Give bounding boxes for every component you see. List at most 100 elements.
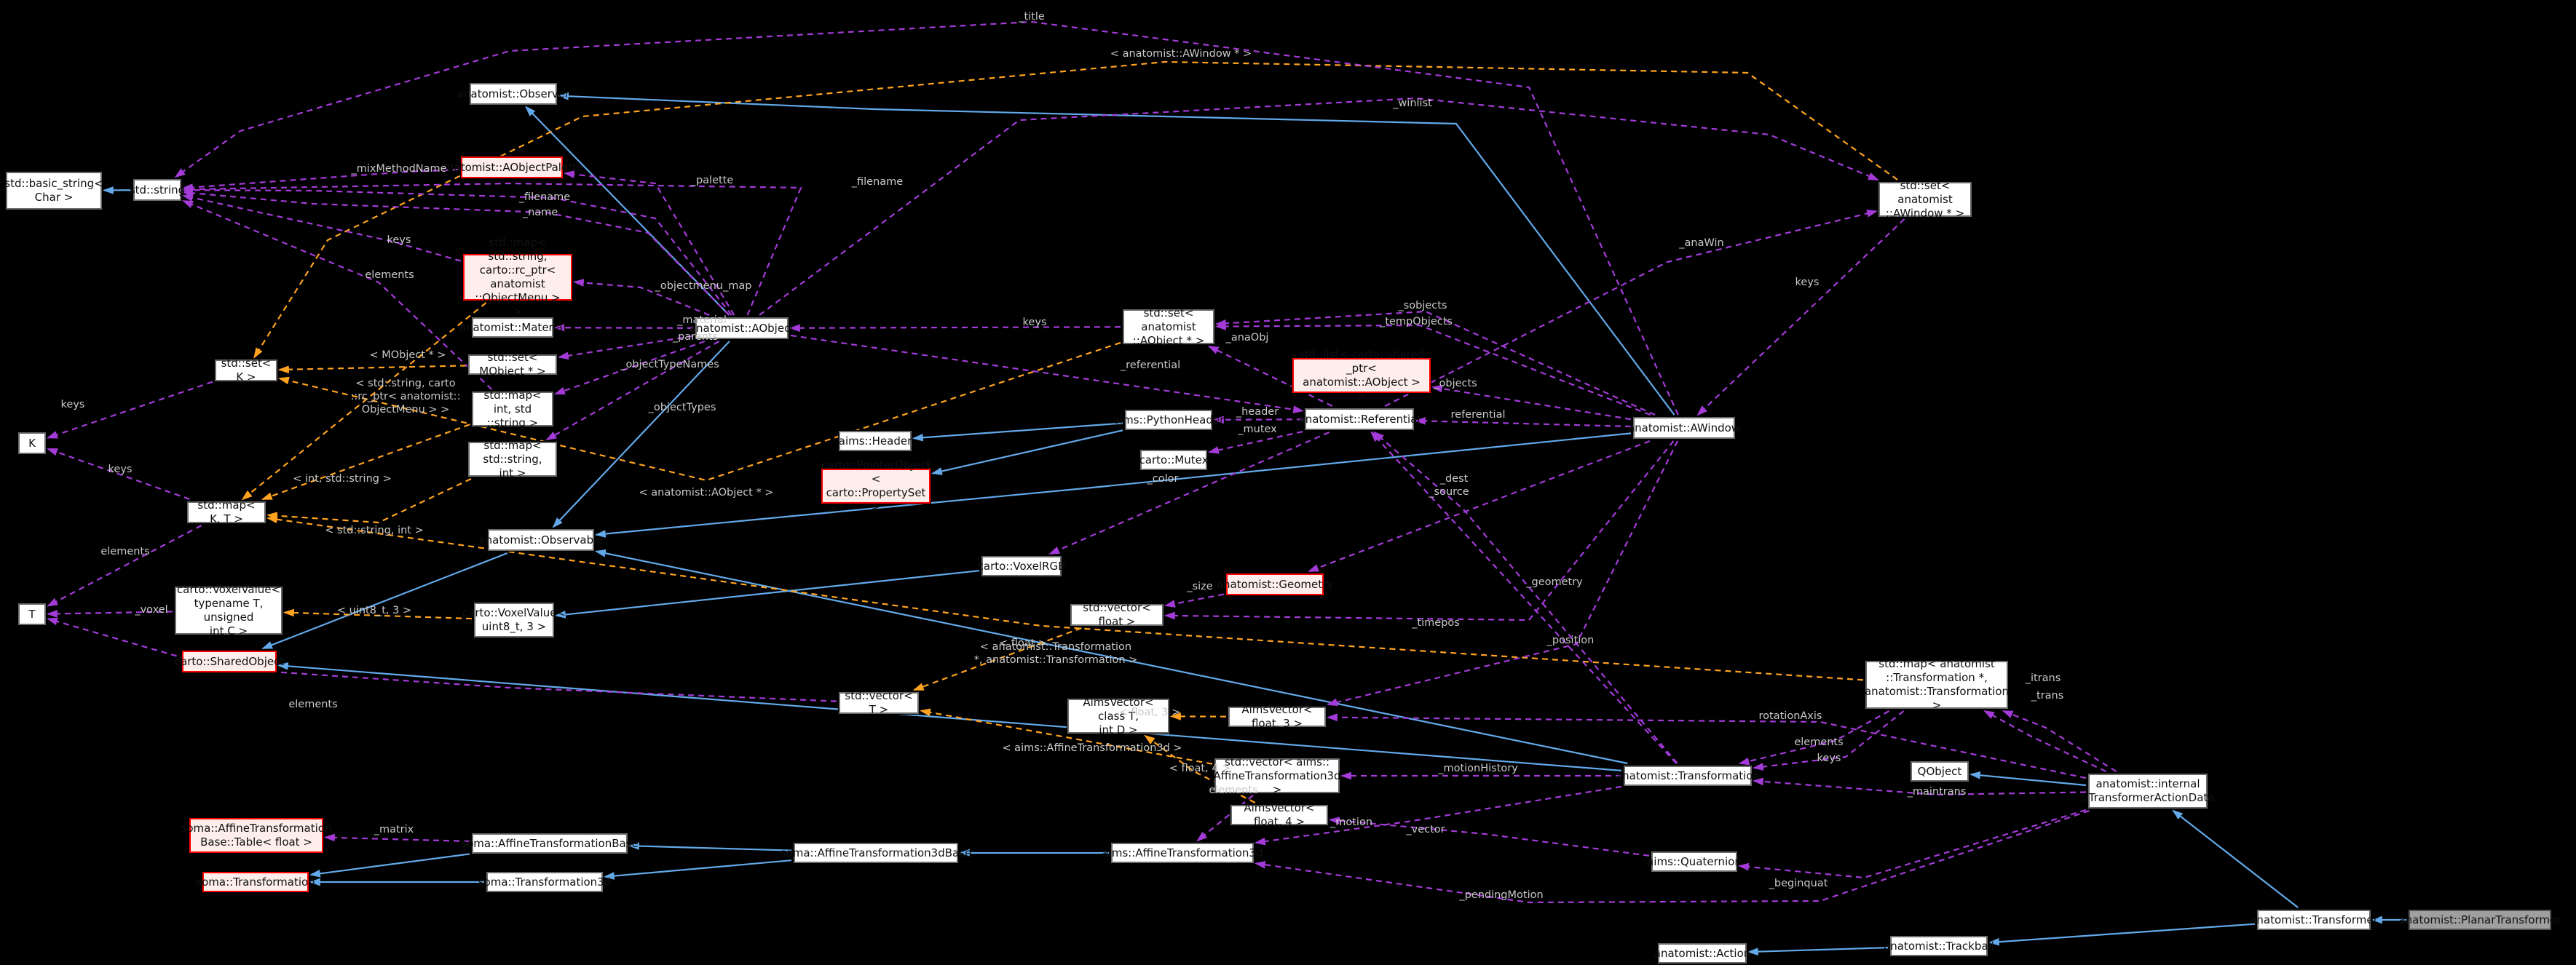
node-aimsvector-f3[interactable]: AimsVector< float, 3 >	[1228, 703, 1326, 730]
edge-label: keys	[387, 234, 411, 246]
edge-aobject-to-observable	[552, 341, 730, 528]
node-k[interactable]: K	[18, 432, 46, 454]
edge-vector_affine-to-vector_t	[919, 708, 1213, 765]
edge-aobject-to-aobjectpalette	[563, 170, 735, 316]
edge-referential-to-set_awindow	[1384, 210, 1878, 407]
edge-label: _vector	[1406, 824, 1445, 835]
edge-label: < float, 4 >	[1169, 763, 1231, 774]
node-soma-table[interactable]: soma::AffineTransformation Base::Table< …	[181, 818, 331, 853]
edge-observable-to-sharedobject	[261, 552, 508, 650]
edge-set_awindow-to-set_k	[253, 60, 1898, 359]
node-aimsvector-td[interactable]: AimsVector< class T, int D >	[1067, 696, 1169, 736]
edge-label: _objectTypes	[648, 402, 716, 413]
edge-label: _itrans	[2025, 672, 2061, 684]
edge-set_k-to-k	[46, 381, 213, 439]
node-awindow[interactable]: anatomist::AWindow	[1628, 417, 1740, 439]
edge-tad-to-map_transformation	[1983, 710, 2106, 772]
edge-set_aobject-to-aobject	[789, 324, 1121, 333]
edge-aobject-to-string	[181, 182, 802, 316]
edge-label: keys	[108, 464, 133, 475]
edge-label: _motionHistory	[1438, 763, 1518, 774]
node-string[interactable]: std::string	[130, 179, 185, 201]
node-voxelvalue-t[interactable]: carto::VoxelValue< typename T, unsigned …	[175, 583, 283, 638]
node-soma-transformation[interactable]: soma::Transformation	[196, 872, 315, 892]
edge-map_kt-to-k	[46, 448, 190, 501]
node-header[interactable]: aims::Header	[839, 431, 912, 451]
edge-set_awindow-to-awindow	[1696, 218, 1905, 416]
edge-label: _dest	[1439, 473, 1469, 485]
edge-quaternion-to-aimsvector_f4	[1328, 817, 1650, 857]
node-map-objectmenu[interactable]: std::map< std::string, carto::rc_ptr< an…	[463, 236, 572, 318]
node-quaternion[interactable]: aims::Quaternion	[1647, 851, 1742, 872]
node-qobject[interactable]: QObject	[1911, 761, 1969, 782]
node-aimsvector-f4[interactable]: AimsVector< float, 4 >	[1230, 801, 1328, 828]
edge-soma_affinebase-to-soma_transformation	[309, 853, 470, 878]
node-list-shared[interactable]: std::list< carto::shared _ptr< anatomist…	[1292, 348, 1431, 402]
node-t[interactable]: T	[18, 603, 46, 625]
node-action[interactable]: anatomist::Action	[1654, 943, 1750, 964]
node-set-aobject[interactable]: std::set< anatomist ::AObject * >	[1123, 306, 1214, 347]
node-soma-affine3dbase[interactable]: soma::AffineTransformation3dBase	[781, 843, 971, 863]
edge-label: _maintrans	[1907, 786, 1967, 798]
node-set-mobject[interactable]: std::set< MObject * >	[468, 351, 557, 378]
edge-label: _source	[1429, 486, 1469, 498]
edge-pythonheader-to-header	[912, 422, 1123, 442]
node-observer[interactable]: anatomist::Observer	[457, 83, 569, 105]
node-sharedobject[interactable]: carto::SharedObject	[175, 651, 284, 672]
edge-label: < aims::AffineTransformation3d >	[1002, 742, 1182, 754]
node-material[interactable]: anatomist::Material	[459, 317, 566, 338]
edge-label: _size	[1187, 581, 1213, 592]
node-map-int-string[interactable]: std::map< int, std ::string >	[472, 389, 553, 429]
edge-trackball-to-action	[1747, 947, 1889, 956]
edge-soma_affinebase-to-soma_table	[323, 833, 470, 843]
edge-label: elements	[288, 699, 338, 710]
node-referential[interactable]: anatomist::Referential	[1299, 408, 1421, 430]
node-voxelvalue-u8[interactable]: carto::VoxelValue< uint8_t, 3 >	[462, 603, 566, 638]
node-transformation[interactable]: anatomist::Transformation	[1616, 766, 1760, 786]
node-map-transformation[interactable]: std::map< anatomist ::Transformation *, …	[1864, 657, 2010, 712]
edge-label: < std::string, int >	[325, 525, 424, 536]
edge-label: _sobjects	[1398, 300, 1447, 311]
node-geometry[interactable]: anatomist::Geometry	[1217, 573, 1333, 595]
node-pointerobject[interactable]: carto::PointerObject < carto::PropertySe…	[821, 458, 931, 513]
node-soma-affinebase[interactable]: soma::AffineTransformationBase	[461, 833, 639, 854]
node-soma-transformation3d[interactable]: soma::Transformation3d	[478, 872, 611, 892]
edge-label: _mutex	[1238, 424, 1277, 435]
edge-tad-to-qobject	[1969, 771, 2087, 787]
node-aobject[interactable]: anatomist::AObject	[690, 317, 794, 339]
edge-label: referential	[1450, 409, 1506, 421]
edge-awindow-to-observer	[557, 92, 1675, 416]
node-set-awindow[interactable]: std::set< anatomist ::AWindow * >	[1878, 179, 1972, 220]
node-vector-t[interactable]: std::vector< T >	[839, 689, 919, 716]
node-trackball[interactable]: anatomist::Trackball	[1884, 936, 1994, 956]
node-aobjectpalette[interactable]: anatomist::AObjectPalette	[440, 156, 583, 178]
edge-label: _color	[1147, 473, 1179, 485]
edge-awindow-to-vector_float	[1163, 440, 1675, 622]
edge-awindow-to-set_aobject	[1214, 322, 1651, 416]
edge-aobject-to-string	[181, 188, 730, 316]
node-voxelrgb[interactable]: carto::VoxelRGB	[978, 556, 1065, 576]
node-basic-string[interactable]: std::basic_string< Char >	[4, 172, 103, 210]
edge-referential-to-mutex	[1207, 431, 1303, 454]
edge-set_aobject-to-set_k	[277, 341, 1121, 482]
node-vector-float[interactable]: std::vector< float >	[1070, 601, 1163, 628]
edge-map_transformation-to-transformation	[1738, 710, 1890, 766]
node-transformer[interactable]: anatomist::Transformer	[2250, 910, 2378, 930]
node-observable[interactable]: anatomist::Observable	[478, 529, 604, 551]
node-tad[interactable]: anatomist::internal ::TransformerActionD…	[2082, 774, 2214, 809]
edge-vector_affine-to-aims_affine3d	[1196, 795, 1254, 842]
node-map-kt[interactable]: std::map< K, T >	[187, 499, 266, 525]
node-set-k[interactable]: std::set< K >	[215, 357, 277, 384]
node-vector-affine[interactable]: std::vector< aims:: AffineTransformation…	[1213, 755, 1341, 796]
node-mutex[interactable]: carto::Mutex	[1139, 450, 1208, 470]
node-map-string-int[interactable]: std::map< std::string, int >	[468, 439, 557, 480]
node-planartransformer[interactable]: anatomist::PlanarTransformer	[2399, 910, 2561, 930]
edge-transformation-to-referential	[1373, 431, 1678, 764]
edge-label: _objects	[1434, 378, 1477, 389]
edge-label: _objectTypeNames	[620, 359, 719, 370]
node-pythonheader[interactable]: aims::PythonHeader	[1113, 410, 1224, 430]
edge-awindow-to-list_shared	[1431, 384, 1632, 421]
edge-transformation-to-observable	[594, 549, 1628, 765]
node-aims-affine3d[interactable]: aims::AffineTransformation3d	[1102, 843, 1263, 863]
